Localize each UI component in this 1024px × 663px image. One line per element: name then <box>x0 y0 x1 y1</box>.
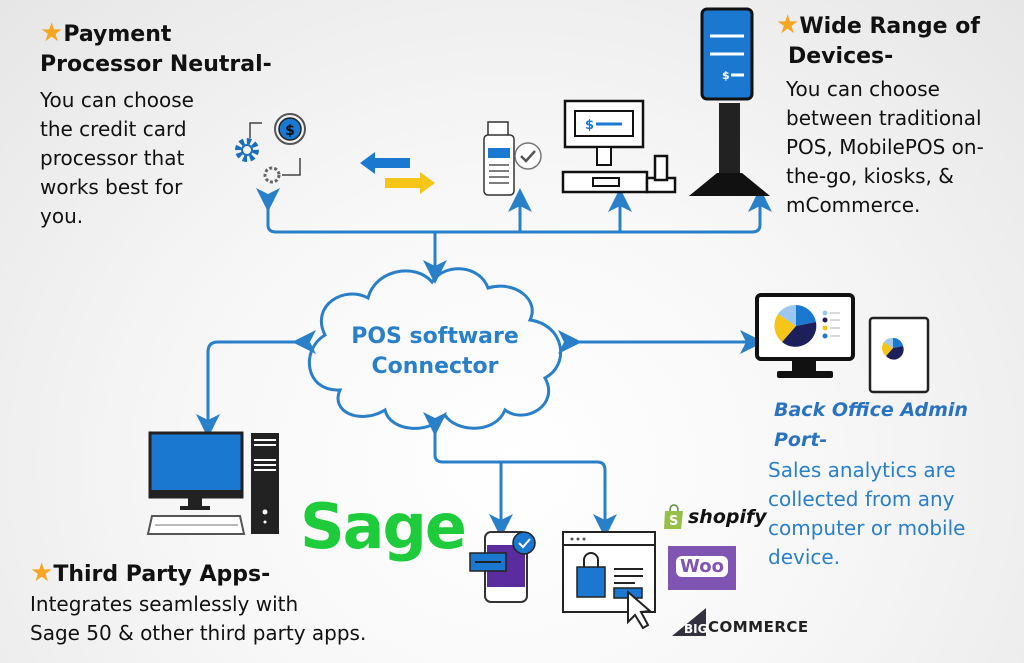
woocommerce-logo: Woo <box>668 546 736 590</box>
shopify-logo: S shopify <box>662 504 767 530</box>
devices-section: ★Wide Range of Devices- You can choose b… <box>776 12 984 220</box>
svg-text:S: S <box>669 514 678 529</box>
star-icon: ★ <box>40 18 64 48</box>
back-office-heading-line2: Port- <box>774 429 828 451</box>
back-office-section: Back Office Admin Port- <box>774 395 968 455</box>
devices-heading: ★Wide Range of <box>776 10 980 40</box>
star-icon: ★ <box>30 558 54 588</box>
payment-body: You can choose the credit card processor… <box>40 88 194 228</box>
cloud-shape <box>308 267 562 430</box>
payment-section: ★Payment Processor Neutral- You can choo… <box>40 20 272 231</box>
back-office-body: Sales analytics are collected from any c… <box>768 458 966 569</box>
left-link <box>196 330 316 438</box>
third-party-section: ★Third Party Apps- Integrates seamlessly… <box>30 558 367 645</box>
bottom-link <box>423 412 617 538</box>
devices-heading-line2: Devices- <box>788 44 894 69</box>
shopify-bag-icon: S <box>664 504 683 529</box>
payment-heading: ★Payment <box>40 18 172 48</box>
hub-label: POS software Connector <box>351 324 519 379</box>
bigcommerce-logo: BIG COMMERCE <box>672 608 809 636</box>
sage-logo: Sage <box>300 490 467 563</box>
payment-heading-line2: Processor Neutral- <box>40 52 272 77</box>
top-bus-line <box>256 188 772 234</box>
bigcommerce-triangle-icon: BIG <box>672 608 707 636</box>
third-party-heading: ★Third Party Apps- <box>30 558 271 588</box>
svg-text:BIG: BIG <box>684 622 707 636</box>
back-office-heading: Back Office Admin <box>774 399 968 421</box>
star-icon: ★ <box>776 10 800 40</box>
devices-body: You can choose between traditional POS, … <box>786 77 984 217</box>
